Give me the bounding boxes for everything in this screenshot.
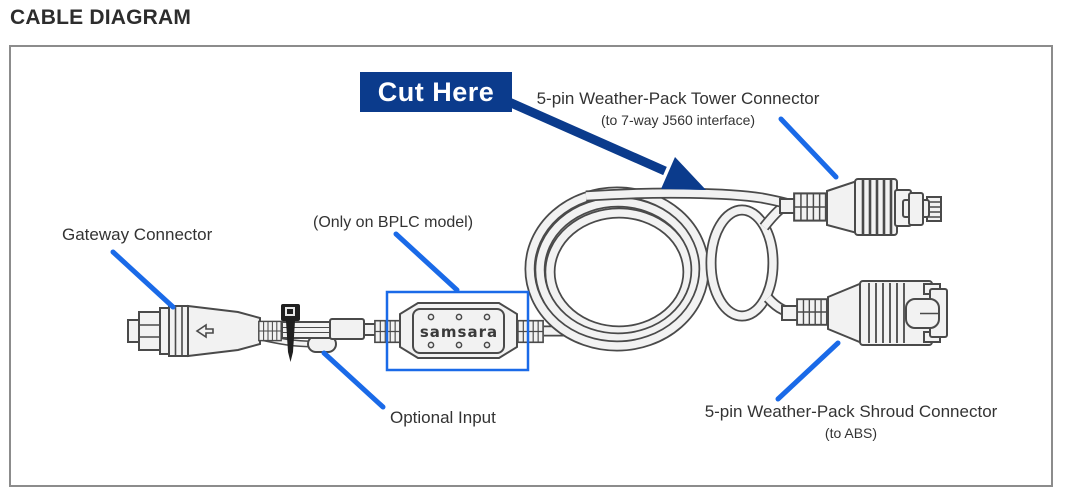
leader-lines bbox=[110, 116, 841, 410]
optional-input-label: Optional Input bbox=[390, 408, 496, 427]
cut-here-badge: Cut Here bbox=[360, 72, 512, 112]
gateway-connector-drawing bbox=[127, 304, 378, 358]
shroud-leader-line bbox=[775, 340, 841, 402]
tower-connector-label: 5-pin Weather-Pack Tower Connector (to 7… bbox=[518, 89, 838, 129]
bplc-note-label: (Only on BPLC model) bbox=[313, 214, 474, 231]
optional-input-leader-line bbox=[321, 350, 386, 410]
gateway-leader-line bbox=[110, 249, 176, 310]
shroud-connector-drawing bbox=[781, 280, 948, 346]
shroud-connector-label: 5-pin Weather-Pack Shroud Connector (to … bbox=[690, 402, 1012, 442]
tower-connector-subtitle: (to 7-way J560 interface) bbox=[600, 112, 756, 129]
tower-leader-line bbox=[778, 116, 839, 180]
cable-tie-drawing bbox=[281, 304, 300, 362]
shroud-connector-title: 5-pin Weather-Pack Shroud Connector bbox=[704, 402, 998, 421]
cable-coil-drawing bbox=[524, 186, 799, 352]
tower-connector-title: 5-pin Weather-Pack Tower Connector bbox=[536, 89, 820, 108]
shroud-connector-subtitle: (to ABS) bbox=[824, 425, 878, 442]
orientation-arrow-icon bbox=[195, 323, 214, 339]
page-title: CABLE DIAGRAM bbox=[10, 6, 192, 29]
tower-connector-drawing bbox=[779, 178, 942, 236]
cut-here-arrow bbox=[507, 97, 706, 190]
inline-device-drawing: samsara bbox=[374, 302, 544, 359]
device-brand-text: samsara bbox=[420, 323, 498, 341]
gateway-connector-label: Gateway Connector bbox=[62, 225, 213, 244]
bplc-leader-line bbox=[393, 231, 460, 293]
